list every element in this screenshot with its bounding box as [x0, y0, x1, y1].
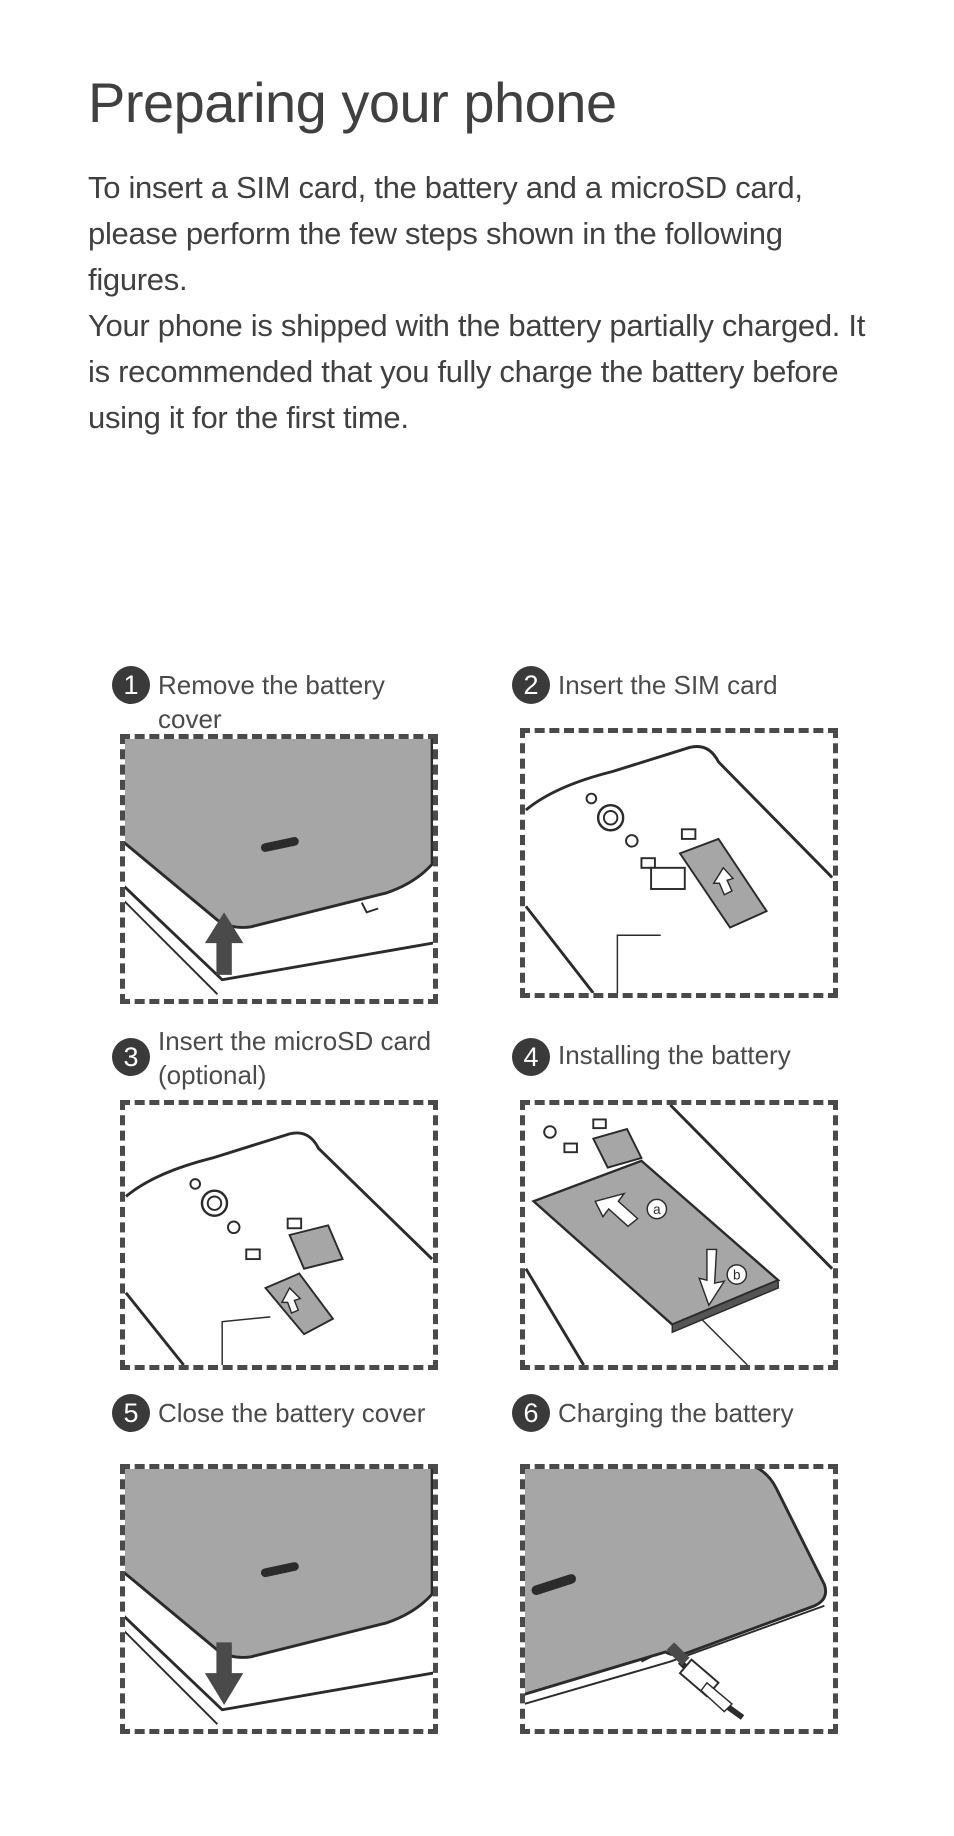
step-1-number: 1 — [112, 666, 150, 704]
insert-sim-illustration — [525, 745, 833, 993]
step-6-label: Charging the battery — [558, 1398, 794, 1428]
step-4-label: Installing the battery — [558, 1040, 791, 1070]
sim-card-icon — [678, 837, 769, 929]
step-2-number: 2 — [512, 666, 550, 704]
intro-paragraph-2: Your phone is shipped with the battery p… — [88, 308, 866, 435]
microsd-card-icon — [263, 1272, 335, 1336]
marker-b: b — [733, 1267, 741, 1282]
step-5: 5 Close the battery cover — [112, 1392, 452, 1752]
page-title: Preparing your phone — [88, 71, 617, 134]
marker-a: a — [653, 1202, 661, 1217]
step-3-label: Insert the microSD card (optional) — [158, 1026, 432, 1090]
step-5-number: 5 — [112, 1394, 150, 1432]
charging-illustration — [525, 1469, 828, 1720]
step-2: 2 Insert the SIM card — [512, 664, 852, 1024]
arrow-up-icon — [204, 912, 244, 975]
arrow-up-left-icon — [594, 1192, 639, 1228]
battery-icon — [531, 1159, 781, 1334]
step-3: 3 Insert the microSD card (optional) — [112, 1020, 452, 1380]
step-3-number: 3 — [112, 1038, 150, 1076]
step-3-figure — [120, 1100, 438, 1370]
step-4: 4 Installing the battery a b — [512, 1020, 852, 1380]
remove-cover-illustration — [125, 739, 433, 995]
step-5-label: Close the battery cover — [158, 1398, 426, 1428]
insert-microsd-illustration — [125, 1131, 433, 1365]
close-cover-illustration — [125, 1469, 433, 1725]
step-6: 6 Charging the battery — [512, 1392, 852, 1752]
step-1: 1 Remove the battery cover — [112, 664, 452, 1024]
step-1-label: Remove the battery cover — [158, 670, 385, 734]
step-6-figure — [520, 1464, 838, 1734]
step-6-number: 6 — [512, 1394, 550, 1432]
step-4-number: 4 — [512, 1038, 550, 1076]
step-2-figure — [520, 728, 838, 998]
arrow-down-icon — [698, 1248, 726, 1307]
intro-text: To insert a SIM card, the battery and a … — [88, 165, 888, 441]
step-5-figure — [120, 1464, 438, 1734]
step-1-figure — [120, 734, 438, 1004]
step-4-figure: a b — [520, 1100, 838, 1370]
install-battery-illustration: a b — [525, 1105, 833, 1365]
usb-cable-icon — [666, 1642, 745, 1720]
arrow-down-icon — [204, 1642, 244, 1705]
intro-paragraph-1: To insert a SIM card, the battery and a … — [88, 170, 803, 297]
step-2-label: Insert the SIM card — [558, 670, 778, 700]
